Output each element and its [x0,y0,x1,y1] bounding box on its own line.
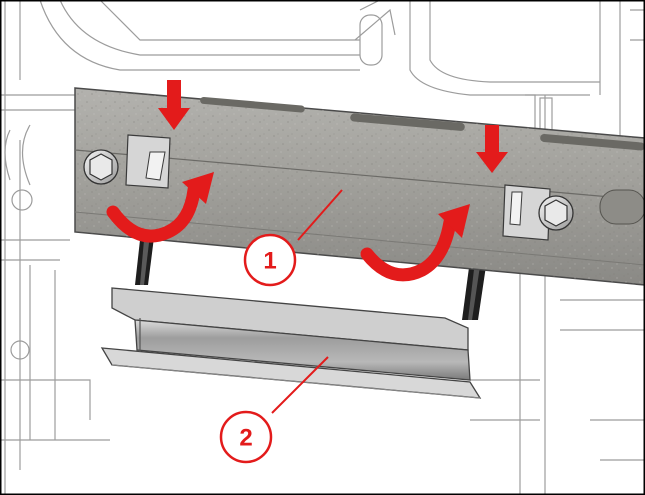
callout-1-label: 1 [263,248,276,275]
callout-leader-1 [297,189,343,241]
carry-handle [100,287,482,399]
rotate-arrow-icon [106,172,214,243]
bolt-icon [83,149,119,185]
callout-2: 2 [219,410,273,464]
bolt-icon [538,195,574,231]
bracket-left [125,134,171,189]
arrow-down-icon [476,125,508,173]
callout-2-label: 2 [239,425,252,452]
bracket-right [502,184,551,241]
callout-1: 1 [243,233,297,287]
arrow-down-icon [158,80,190,130]
callout-leader-2 [271,356,329,414]
rotate-arrow-icon [360,204,470,282]
